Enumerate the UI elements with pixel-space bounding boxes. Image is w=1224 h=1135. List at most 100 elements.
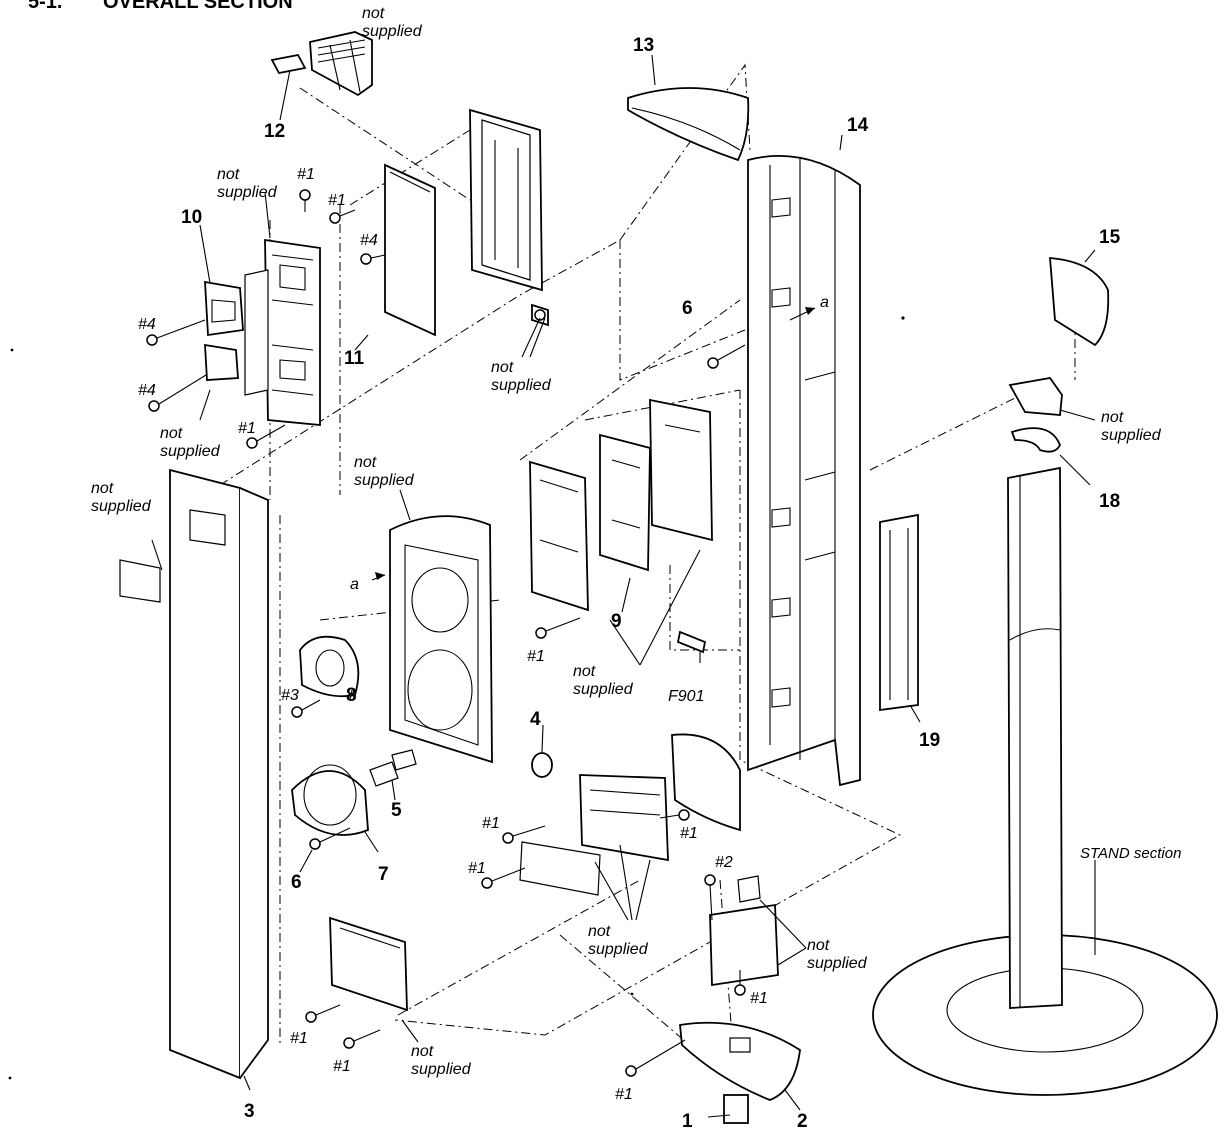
not-supplied-label: supplied: [354, 472, 415, 489]
part-number-1: 1: [682, 1111, 693, 1132]
screw-label: #4: [138, 316, 156, 333]
not-supplied-label: supplied: [588, 941, 649, 958]
part-number-3: 3: [244, 1101, 255, 1122]
stand: [872, 466, 1218, 1096]
lower-pcb: [329, 916, 408, 1012]
screw-label: #1: [333, 1058, 351, 1075]
part-19-side-rail: [879, 513, 919, 712]
reference-a-column: a: [820, 294, 829, 311]
screw-label: #1: [482, 815, 500, 832]
not-supplied-label: supplied: [1101, 427, 1162, 444]
not-supplied-label: not: [807, 937, 830, 954]
section-title: OVERALL SECTION: [103, 0, 293, 13]
scan-dot: [8, 1076, 12, 1080]
screw: [309, 827, 351, 850]
not-supplied-labels: not supplied not supplied not supplied n…: [91, 5, 1162, 1078]
part-13-top-cap: [627, 87, 750, 162]
screw-labels: #1 #1 #4 #4 #4 #1 #1 #3 #1 #1 #1 #2 #1 #…: [138, 166, 768, 1103]
screw: [329, 209, 356, 224]
part-number-10: 10: [181, 207, 202, 228]
not-supplied-label: not: [491, 359, 514, 376]
screw: [502, 825, 546, 844]
not-supplied-label: not: [91, 480, 114, 497]
section-number: 5-1.: [28, 0, 62, 13]
not-supplied-label: supplied: [217, 184, 278, 201]
part-number-12: 12: [264, 121, 285, 142]
part-4-ring: [531, 752, 553, 778]
part-number-13: 13: [633, 35, 654, 56]
screw-label: #1: [328, 192, 346, 209]
part-number-5: 5: [391, 800, 402, 821]
screw-label: #2: [715, 854, 733, 871]
reference-labels: a a F901: [350, 294, 829, 705]
fuse-label: F901: [668, 688, 704, 705]
part-number-14: 14: [847, 115, 869, 136]
part-12-connector: [270, 31, 373, 97]
grille-block: [119, 559, 161, 603]
not-supplied-label: supplied: [491, 377, 552, 394]
screw-label: #4: [138, 382, 156, 399]
screws: [146, 189, 746, 1077]
part-number-2: 2: [797, 1111, 808, 1132]
not-supplied-label: supplied: [807, 955, 868, 972]
rear-channel: [469, 108, 549, 327]
not-supplied-label: not: [588, 923, 611, 940]
callout-leaders: [151, 54, 1096, 1118]
screw: [146, 319, 206, 346]
not-supplied-label: supplied: [573, 681, 634, 698]
not-supplied-label: not: [217, 166, 240, 183]
front-baffle: [389, 515, 493, 764]
screw: [534, 309, 546, 321]
fuse-f901: [676, 630, 707, 654]
reference-a-baffle: a: [350, 576, 359, 593]
part-8-tweeter: [299, 635, 360, 698]
not-supplied-label: not: [573, 663, 596, 680]
part-number-7: 7: [378, 864, 389, 885]
chassis-bracket: [244, 238, 321, 426]
screw-label: #3: [281, 687, 299, 704]
part-number-4: 4: [530, 709, 541, 730]
screw: [704, 874, 716, 921]
screw: [360, 253, 386, 265]
not-supplied-label: supplied: [91, 498, 152, 515]
screw-label: #4: [360, 232, 378, 249]
screw-label: #1: [238, 420, 256, 437]
screw-label: #1: [527, 648, 545, 665]
not-supplied-label: not: [354, 454, 377, 471]
screw: [291, 699, 321, 718]
not-supplied-label: not: [411, 1043, 434, 1060]
screw: [148, 374, 207, 412]
screw: [343, 1029, 381, 1049]
part-11-sheet: [384, 163, 436, 337]
part-3-grille: [169, 468, 269, 1080]
part-18-clip: [1008, 377, 1063, 453]
part-number-9: 9: [611, 611, 622, 632]
not-supplied-label: supplied: [160, 443, 221, 460]
not-supplied-label: not: [160, 425, 183, 442]
part-number-6-upper: 6: [682, 298, 693, 319]
part-14-column: [747, 155, 861, 787]
mount-bracket: [709, 875, 779, 987]
part-5-clips: [369, 749, 417, 787]
part-15-cap: [1049, 257, 1110, 347]
scan-dot: [901, 316, 905, 320]
part-7-woofer: [291, 764, 369, 836]
section-header: 5-1. OVERALL SECTION: [28, 0, 293, 13]
not-supplied-label: supplied: [411, 1061, 472, 1078]
inner-chassis: [529, 460, 589, 612]
screw-label: #1: [615, 1086, 633, 1103]
screw: [734, 970, 746, 996]
scan-dot: [630, 992, 634, 996]
part-number-8: 8: [346, 685, 357, 706]
screw: [535, 617, 581, 639]
part-1-switch: [723, 1094, 749, 1124]
part-9-shield: [599, 398, 713, 572]
screw: [299, 189, 311, 212]
part-number-6-lower: 6: [291, 872, 302, 893]
screw-label: #1: [290, 1030, 308, 1047]
screw-label: #1: [680, 825, 698, 842]
part-numbers: 12 13 14 15 10 11 6 18 9 8 19 4 5 6 7 3 …: [181, 35, 1121, 1132]
part-2-base: [679, 1021, 801, 1101]
bottom-bracket: [519, 733, 741, 896]
